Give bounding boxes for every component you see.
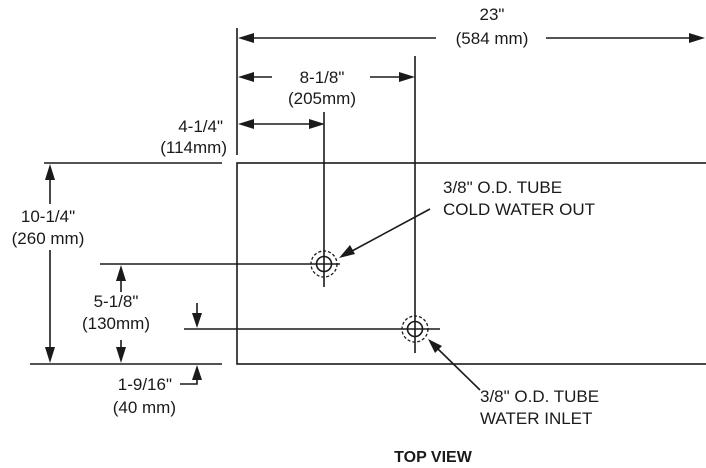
outlet-offset-metric: (205mm) [288,89,356,108]
dimension-leader-1-9-16 [180,379,198,385]
outlet-height-imperial: 5-1/8" [94,292,139,311]
overall-width-metric: (584 mm) [456,29,529,48]
arrowhead-width-left [238,33,254,43]
overall-width-imperial: 23" [480,5,505,24]
overall-depth-imperial: 10-1/4" [21,207,75,226]
cold-water-out-line2: COLD WATER OUT [443,200,595,219]
cold-water-out-line1: 3/8" O.D. TUBE [443,178,562,197]
arrowhead-1-9-16-bottom [192,365,202,380]
inlet-offset-metric: (114mm) [160,138,227,157]
inlet-height-metric: (40 mm) [113,398,176,417]
overall-depth-metric: (260 mm) [12,229,85,248]
view-label: TOP VIEW [394,449,473,466]
arrowhead-depth-bottom [45,347,55,363]
water-inlet-fitting [401,315,429,343]
arrowhead-cold-water-out [339,245,355,258]
inlet-height-imperial: 1-9/16" [118,375,172,394]
arrowhead-5-1-8-top [116,265,126,281]
arrowhead-8-1-8-left [238,72,254,82]
leader-cold-water-out [351,208,431,252]
arrowhead-5-1-8-bottom [116,347,126,363]
cold-water-out-fitting [310,250,338,278]
arrowhead-width-right [689,33,705,43]
arrowhead-4-1-4-right [309,119,325,129]
arrowhead-water-inlet [428,339,442,353]
arrowhead-1-9-16-top [192,313,202,328]
water-inlet-line2: WATER INLET [480,409,592,428]
outlet-offset-imperial: 8-1/8" [300,68,345,87]
inlet-offset-imperial: 4-1/4" [178,117,223,136]
arrowhead-depth-top [45,164,55,180]
arrowhead-8-1-8-right [399,72,415,82]
arrowhead-4-1-4-left [238,119,254,129]
leader-water-inlet [437,348,481,391]
outlet-height-metric: (130mm) [82,314,150,333]
water-inlet-line1: 3/8" O.D. TUBE [480,387,599,406]
